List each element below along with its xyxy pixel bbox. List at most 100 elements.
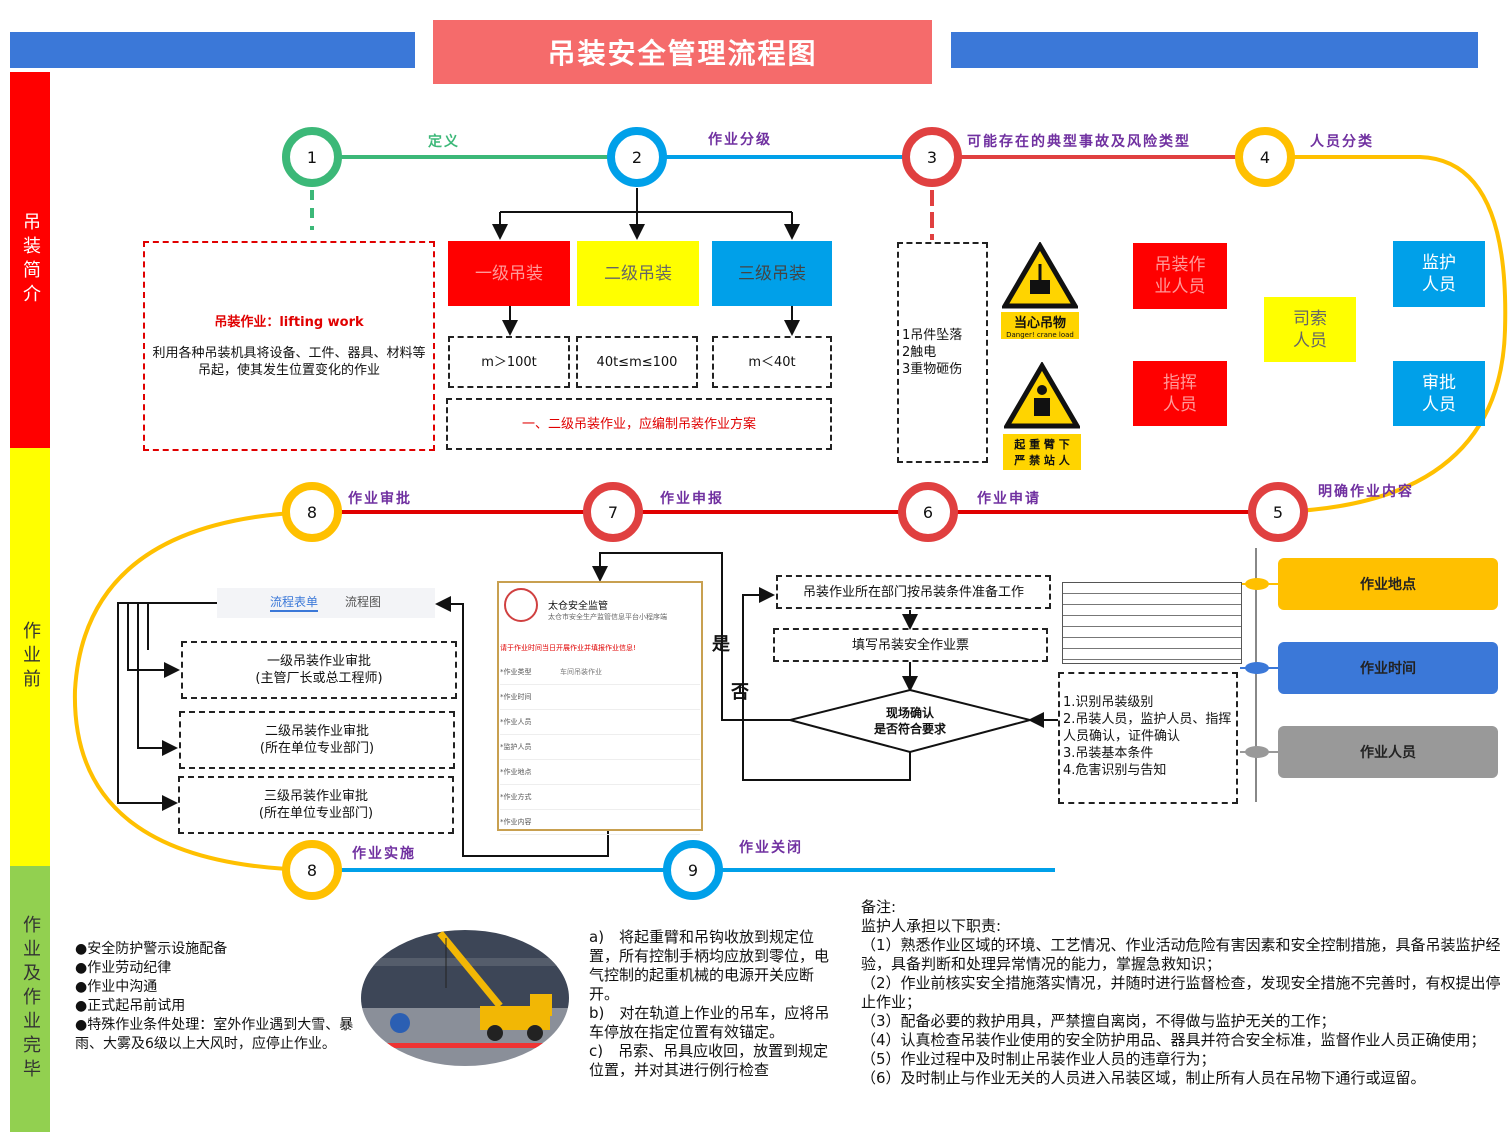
grade-3-box: 三级吊装 — [712, 241, 832, 306]
side-label-intro: 吊装简介 — [10, 72, 50, 448]
work-permit-form — [1062, 582, 1242, 664]
form-field-value: 车间吊装作业 — [560, 668, 602, 676]
app-tab-bar — [217, 588, 435, 618]
step-8a-circle: 8 — [282, 482, 342, 542]
form-field: *作业人员 — [500, 710, 700, 735]
header-bar-right — [951, 32, 1478, 68]
remarks-item: （1）熟悉作业区域的环境、工艺情况、作业活动危险有害因素和安全控制措施，具备吊装… — [861, 936, 1501, 973]
people-rigger: 司索人员 — [1264, 297, 1356, 362]
remarks-item: （2）作业前核实安全措施落实情况，并随时进行监督检查，发现安全措施不完善时，有权… — [861, 974, 1501, 1011]
form-field: *作业类型 — [500, 660, 700, 685]
content-tab-people: 作业人员 — [1278, 726, 1498, 778]
sign-no-standing-main: 起 重 臂 下 — [1014, 438, 1070, 451]
remarks-head: 备注: — [861, 898, 897, 916]
bullet-item: ●作业劳动纪律 — [75, 960, 172, 976]
flow-yes: 是 — [712, 634, 730, 655]
step-5-label: 明确作业内容 — [1318, 484, 1414, 500]
step-9-circle: 9 — [663, 840, 723, 900]
app-tab-chart[interactable]: 流程图 — [345, 595, 382, 609]
closing-item: a) 将起重臂和吊钩收放到规定位置，所有控制手柄均应放到零位，电气控制的起重机械… — [589, 928, 830, 1003]
side-label-before: 作业前 — [10, 448, 50, 866]
check-item: 4.危害识别与告知 — [1063, 763, 1167, 778]
grade-1-box: 一级吊装 — [448, 241, 570, 306]
step-3-label: 可能存在的典型事故及风险类型 — [967, 134, 1191, 150]
step-8b-label: 作业实施 — [352, 846, 416, 862]
grade-note: 一、二级吊装作业，应编制吊装作业方案 — [446, 398, 832, 450]
people-approver: 审批人员 — [1393, 361, 1485, 426]
bullet-item: ●特殊作业条件处理：室外作业遇到大雪、暴雨、大雾及6级以上大风时，应停止作业。 — [75, 1017, 354, 1052]
app-logo-icon — [504, 588, 538, 622]
closing-text: a) 将起重臂和吊钩收放到规定位置，所有控制手柄均应放到零位，电气控制的起重机械… — [589, 928, 831, 1080]
implementation-bullets: ●安全防护警示设施配备 ●作业劳动纪律 ●作业中沟通 ●正式起吊前试用 ●特殊作… — [75, 940, 375, 1054]
approval-title: 二级吊装作业审批 — [264, 724, 369, 739]
sign-crane-load: 当心吊物 Danger! crane load — [1000, 242, 1080, 339]
form-field: *作业内容 — [500, 810, 700, 835]
people-commander: 指挥人员 — [1133, 361, 1227, 426]
approval-title: 一级吊装作业审批 — [266, 654, 371, 669]
closing-item: c) 吊索、吊具应收回，放置到规定位置，并对其进行例行检查 — [589, 1042, 829, 1079]
sign-crane-load-main: 当心吊物 — [1013, 316, 1066, 331]
app-subtitle: 太仓市安全生产监管信息平台小程序端 — [548, 613, 667, 621]
flow-decision-line1: 现场确认 — [885, 706, 934, 720]
grade-3-condition: m＜40t — [712, 336, 832, 388]
form-field: *作业方式 — [500, 785, 700, 810]
risk-item: 2触电 — [902, 345, 937, 360]
warning-triangle-icon — [1004, 362, 1080, 429]
approval-level-3: 三级吊装作业审批 (所在单位专业部门) — [178, 776, 454, 834]
content-tab-time: 作业时间 — [1278, 642, 1498, 694]
app-warning: 请于作业时间当日开展作业并填报作业信息! — [500, 644, 636, 652]
flow-check-list: 1.识别吊装级别 2.吊装人员，监护人员、指挥人员确认，证件确认 3.吊装基本条… — [1058, 672, 1238, 804]
step-1-label: 定义 — [428, 134, 460, 150]
approval-level-2: 二级吊装作业审批 (所在单位专业部门) — [179, 711, 455, 769]
people-guardian: 监护人员 — [1393, 241, 1485, 307]
people-operator: 吊装作业人员 — [1133, 243, 1227, 309]
grade-1-condition: m＞100t — [448, 336, 570, 388]
check-item: 2.吊装人员，监护人员、指挥人员确认，证件确认 — [1063, 712, 1232, 744]
remarks-item: （3）配备必要的救护用具，严禁擅自离岗，不得做与监护无关的工作； — [861, 1012, 1336, 1030]
form-field: *作业时间 — [500, 685, 700, 710]
remarks-item: （4）认真检查吊装作业使用的安全防护用品、器具并符合安全标准，监督作业人员正确使… — [861, 1031, 1486, 1049]
sign-crane-load-sub: Danger! crane load — [1006, 331, 1074, 339]
bullet-item: ●安全防护警示设施配备 — [75, 941, 228, 957]
step-9-label: 作业关闭 — [739, 840, 803, 856]
grade-2-box: 二级吊装 — [577, 241, 699, 306]
definition-box: 吊装作业：lifting work 利用各种吊装机具将设备、工件、器具、材料等吊… — [143, 241, 435, 451]
step-1-circle: 1 — [282, 127, 342, 187]
step-7-circle: 7 — [583, 482, 643, 542]
remarks-item: （5）作业过程中及时制止吊装作业人员的违章行为； — [861, 1050, 1216, 1068]
approval-owner: (所在单位专业部门) — [259, 741, 375, 756]
step-8b-circle: 8 — [282, 840, 342, 900]
approval-level-1: 一级吊装作业审批 (主管厂长或总工程师) — [181, 641, 457, 699]
step-5-circle: 5 — [1248, 482, 1308, 542]
grade-2-condition: 40t≤m≤100 — [576, 336, 698, 388]
definition-body: 利用各种吊装机具将设备、工件、器具、材料等吊起，使其发生位置变化的作业 — [152, 345, 426, 378]
step-2-label: 作业分级 — [708, 132, 772, 148]
page-title: 吊装安全管理流程图 — [433, 20, 932, 84]
app-tab-form[interactable]: 流程表单 — [270, 593, 319, 612]
form-field: *监护人员 — [500, 735, 700, 760]
definition-heading: 吊装作业：lifting work — [214, 314, 364, 330]
flow-no: 否 — [731, 682, 749, 703]
step-8a-label: 作业审批 — [348, 491, 412, 507]
header-bar-left — [10, 32, 415, 68]
step-7-label: 作业申报 — [660, 491, 724, 507]
bullet-item: ●作业中沟通 — [75, 979, 158, 995]
flow-ticket: 填写吊装安全作业票 — [773, 628, 1048, 662]
flow-prep: 吊装作业所在部门按吊装条件准备工作 — [776, 575, 1051, 609]
step-4-label: 人员分类 — [1310, 134, 1374, 150]
mini-program-screen — [497, 581, 703, 831]
closing-item: b) 对在轨道上作业的吊车，应将吊车停放在指定位置有效锚定。 — [589, 1004, 830, 1041]
sign-no-standing: 起 重 臂 下 严 禁 站 人 — [1002, 362, 1082, 470]
remarks: 备注: 监护人承担以下职责: （1）熟悉作业区域的环境、工艺情况、作业活动危险有… — [861, 898, 1501, 1088]
remarks-item: （6）及时制止与作业无关的人员进入吊装区域，制止所有人员在吊物下通行或逗留。 — [861, 1069, 1426, 1087]
check-item: 1.识别吊装级别 — [1063, 695, 1154, 710]
approval-title: 三级吊装作业审批 — [263, 789, 368, 804]
risk-item: 3重物砸伤 — [902, 362, 963, 377]
risk-item: 1吊件坠落 — [902, 328, 963, 343]
flow-decision: 现场确认 是否符合要求 — [840, 705, 980, 737]
remarks-intro: 监护人承担以下职责: — [861, 917, 1002, 935]
form-field: *作业地点 — [500, 760, 700, 785]
crane-illustration — [361, 930, 569, 1066]
sign-no-standing-sub: 严 禁 站 人 — [1014, 454, 1070, 467]
step-3-circle: 3 — [902, 127, 962, 187]
